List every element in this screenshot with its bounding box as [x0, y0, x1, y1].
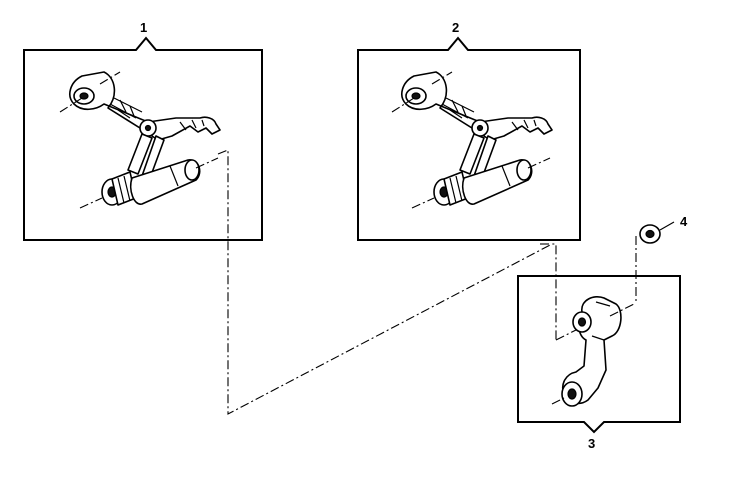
callout-4: 4 [680, 214, 688, 229]
callout-3: 3 [588, 436, 595, 451]
callout-leaders [659, 221, 675, 231]
assembly-2-frame [357, 36, 581, 241]
callout-1: 1 [140, 20, 147, 35]
assembly-3-frame [517, 275, 681, 434]
assembly-connection-lines [217, 149, 637, 415]
assembly-1-frame [23, 36, 263, 241]
link-part [551, 296, 635, 407]
callout-2: 2 [452, 20, 459, 35]
washer-part [639, 224, 661, 244]
